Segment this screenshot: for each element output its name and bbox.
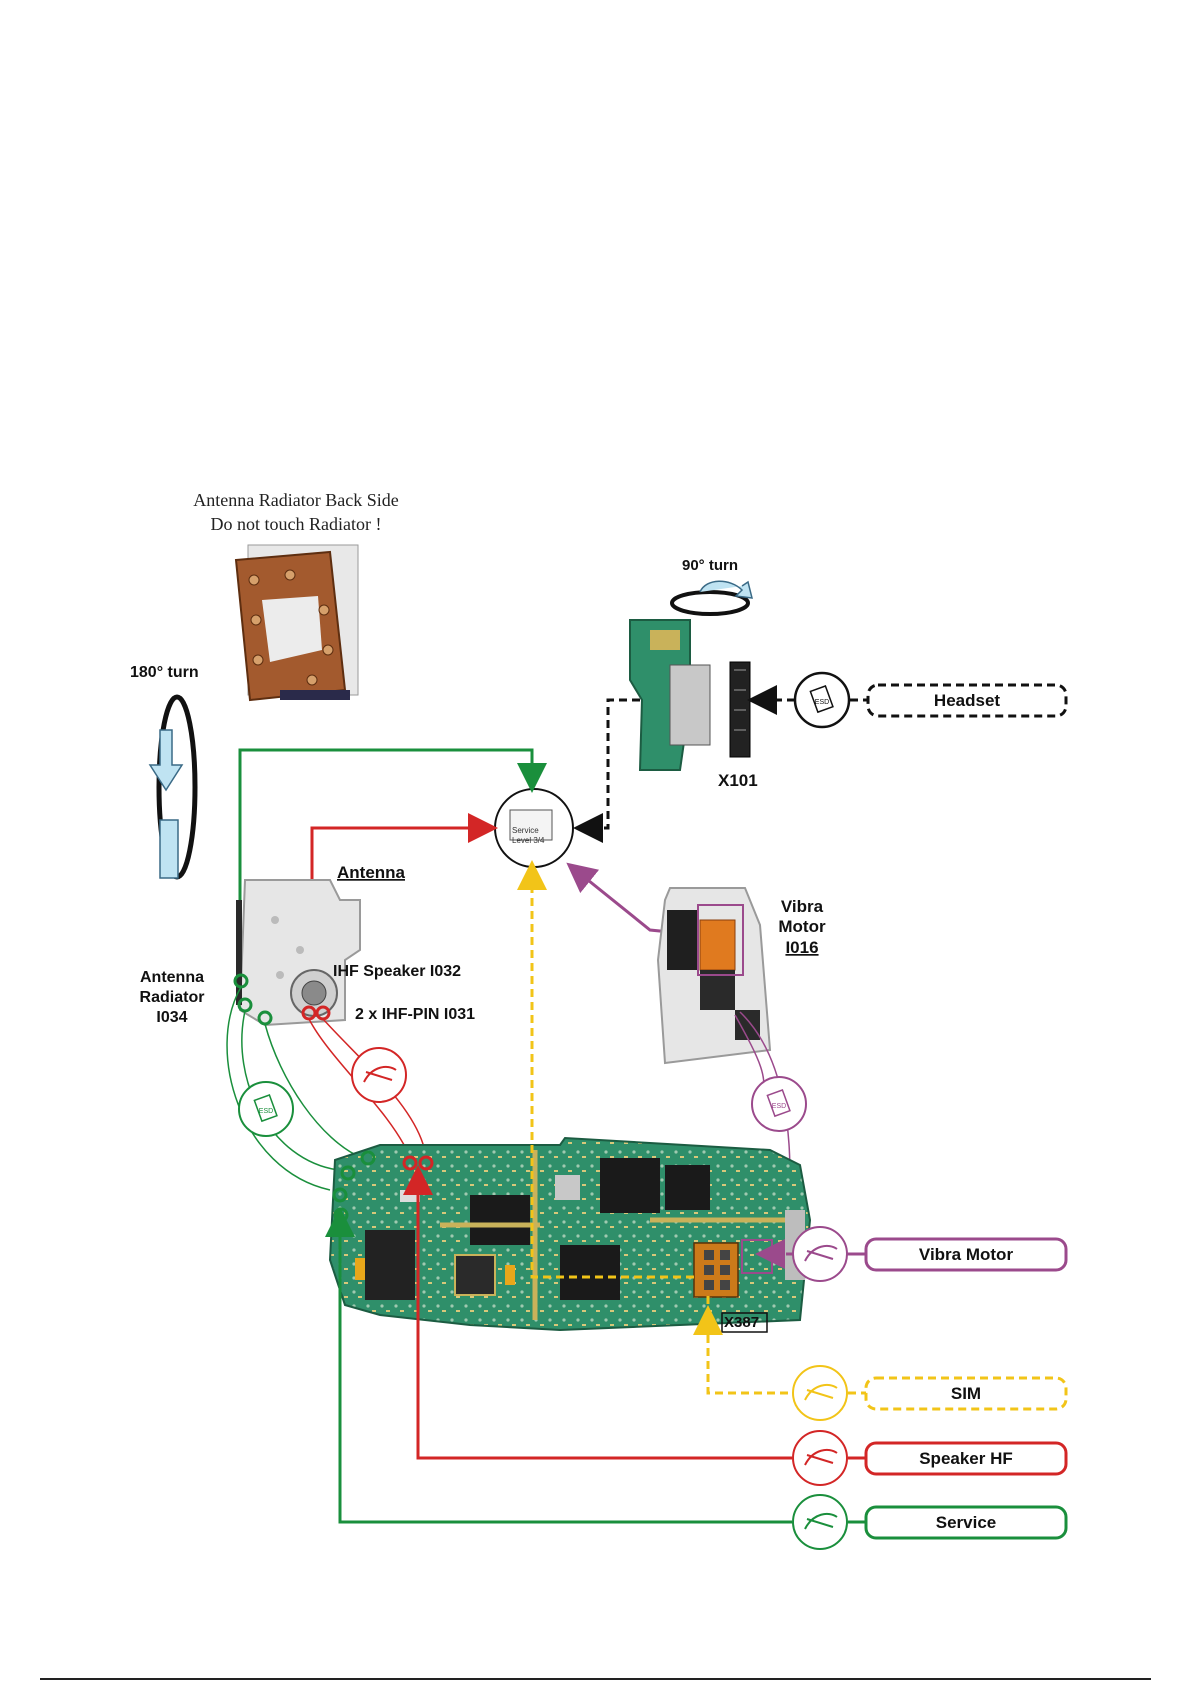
svg-text:Vibra: Vibra — [781, 897, 824, 916]
svg-text:SIM: SIM — [951, 1384, 981, 1403]
speaker-tool-icon — [352, 1048, 406, 1102]
legend-sim: SIM — [866, 1378, 1066, 1409]
antenna-esd-icon: ESD — [239, 1082, 293, 1136]
antenna-radiator-label: Antenna Radiator I034 — [140, 969, 205, 1026]
antenna-radiator-back-photo — [236, 545, 358, 700]
legend-headset: Headset — [868, 685, 1066, 716]
svg-text:Service: Service — [512, 826, 539, 835]
svg-text:Speaker HF: Speaker HF — [919, 1449, 1013, 1468]
legend-speaker-hf: Speaker HF — [866, 1443, 1066, 1474]
svg-text:I016: I016 — [785, 938, 818, 957]
rotate-180-icon — [150, 697, 195, 878]
svg-text:Headset: Headset — [934, 691, 1000, 710]
main-pcb-photo — [330, 1138, 810, 1330]
svg-text:ESD: ESD — [259, 1108, 273, 1115]
speaker-hf-tool-icon — [793, 1431, 847, 1485]
rotate-90-icon — [672, 581, 752, 614]
antenna-radiator-back-title: Antenna Radiator Back Side Do not touch … — [193, 490, 398, 534]
vibra-housing-photo — [658, 888, 790, 1180]
service-level-icon: Service Level 3/4 — [495, 789, 573, 867]
vibra-tool-icon — [793, 1227, 847, 1281]
svg-text:Level 3/4: Level 3/4 — [512, 836, 545, 845]
ihf-pin-label: 2 x IHF-PIN I031 — [355, 1006, 475, 1023]
svg-text:ESD: ESD — [772, 1103, 786, 1110]
turn-180-label: 180° turn — [130, 664, 199, 681]
ihf-speaker-label: IHF Speaker I032 — [333, 963, 461, 980]
service-tool-icon — [793, 1495, 847, 1549]
antenna-label: Antenna — [337, 863, 406, 882]
turn-90-label: 90° turn — [682, 557, 738, 574]
svg-text:Do not touch Radiator !: Do not touch Radiator ! — [211, 514, 382, 534]
page-bottom-rule — [40, 1678, 1151, 1680]
vibra-motor-label: Vibra Motor I016 — [778, 897, 826, 957]
svg-text:Motor: Motor — [778, 917, 826, 936]
svg-text:Antenna: Antenna — [140, 969, 204, 986]
x387-label: X387 — [724, 1314, 759, 1331]
legend-service: Service — [866, 1507, 1066, 1538]
svg-text:I034: I034 — [156, 1009, 187, 1026]
x101-module-photo — [630, 620, 750, 770]
svg-text:Service: Service — [936, 1513, 997, 1532]
svg-text:ESD: ESD — [815, 699, 829, 706]
vibra-esd-icon: ESD — [752, 1077, 806, 1131]
legend-vibra-motor: Vibra Motor — [866, 1239, 1066, 1270]
sim-tool-icon — [793, 1366, 847, 1420]
x101-label: X101 — [718, 771, 758, 790]
svg-text:Vibra Motor: Vibra Motor — [919, 1245, 1014, 1264]
headset-esd-icon: ESD — [795, 673, 849, 727]
svg-text:Radiator: Radiator — [140, 989, 205, 1006]
svg-text:Antenna Radiator Back Side: Antenna Radiator Back Side — [193, 490, 398, 510]
